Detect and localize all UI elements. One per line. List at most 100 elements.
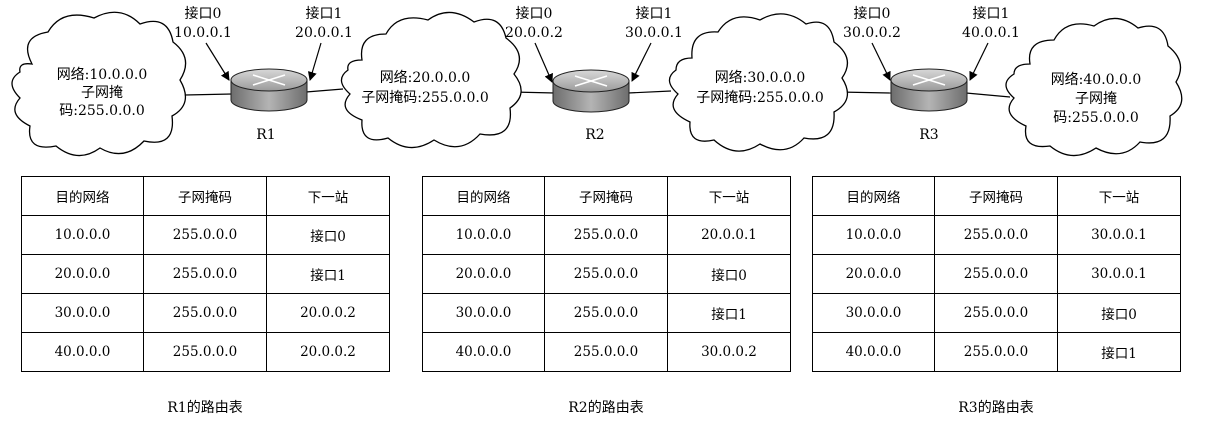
table-row: 20.0.0.0 255.0.0.0 接口0 [422,254,791,294]
cell-destination: 10.0.0.0 [21,215,144,255]
interface1-label: 接口1 [636,5,673,22]
interface0-ip: 20.0.0.2 [505,25,563,41]
router-r3: R3 接口0 30.0.0.2 接口1 40.0.0.1 [843,5,1020,143]
network-cloud-40: 网络:40.0.0.0 子网掩 码:255.0.0.0 [1005,17,1183,157]
interface0-pointer-arrow [534,42,553,83]
network-label-line: 子网掩 [1075,91,1117,107]
cell-next-hop: 接口0 [1057,293,1181,333]
column-header-mask: 子网掩码 [544,176,668,216]
cell-mask: 255.0.0.0 [544,332,668,372]
column-header-destination: 目的网络 [21,176,144,216]
cell-mask: 255.0.0.0 [544,254,668,294]
cell-destination: 20.0.0.0 [422,254,545,294]
cell-next-hop: 20.0.0.2 [266,332,390,372]
cell-next-hop: 20.0.0.1 [667,215,791,255]
router-name: R3 [919,127,938,143]
cell-destination: 40.0.0.0 [812,332,935,372]
link-r2-n3 [627,90,672,94]
interface1-ip: 40.0.0.1 [962,25,1020,41]
cell-destination: 40.0.0.0 [21,332,144,372]
cell-next-hop: 接口1 [1057,332,1181,372]
network-cloud-30: 网络:30.0.0.0 子网掩码:255.0.0.0 [668,13,849,152]
column-header-next-hop: 下一站 [1057,176,1181,216]
network-label-line: 码:255.0.0.0 [59,103,145,119]
interface1-label: 接口1 [306,5,343,22]
cell-mask: 255.0.0.0 [934,215,1058,255]
interface0-pointer-arrow [205,42,230,81]
table-row: 20.0.0.0 255.0.0.0 30.0.0.1 [812,254,1181,294]
network-cloud-10: 网络:10.0.0.0 子网掩 码:255.0.0.0 [11,11,187,157]
table-header-row: 目的网络 子网掩码 下一站 [21,176,390,216]
column-header-destination: 目的网络 [812,176,935,216]
network-cloud-20: 网络:20.0.0.0 子网掩码:255.0.0.0 [340,11,522,149]
network-label-line: 子网掩码:255.0.0.0 [696,90,824,106]
router-name: R1 [256,127,275,143]
table-header-row: 目的网络 子网掩码 下一站 [812,176,1181,216]
table-row: 40.0.0.0 255.0.0.0 20.0.0.2 [21,332,390,372]
cell-mask: 255.0.0.0 [544,293,668,333]
cell-next-hop: 30.0.0.1 [1057,254,1181,294]
network-label-line: 子网掩 [81,85,123,101]
table-row: 10.0.0.0 255.0.0.0 20.0.0.1 [422,215,791,255]
router-r1: R1 接口0 10.0.0.1 接口1 20.0.0.1 [174,5,353,143]
cloud-shape [340,11,522,149]
cell-destination: 20.0.0.0 [21,254,144,294]
network-label-line: 网络:10.0.0.0 [57,67,148,83]
cell-destination: 30.0.0.0 [422,293,545,333]
cell-mask: 255.0.0.0 [143,254,267,294]
table-caption-r2: R2的路由表 [568,400,644,416]
cell-next-hop: 接口1 [266,254,390,294]
cell-next-hop: 接口1 [667,293,791,333]
network-label-line: 网络:30.0.0.0 [715,70,806,86]
link-r3-n4 [965,92,1011,98]
interface0-ip: 30.0.0.2 [843,25,901,41]
column-header-next-hop: 下一站 [266,176,390,216]
cell-next-hop: 接口0 [266,215,390,255]
interface1-label: 接口1 [973,5,1010,22]
table-row: 30.0.0.0 255.0.0.0 20.0.0.2 [21,293,390,333]
network-topology-diagram: 网络:10.0.0.0 子网掩 码:255.0.0.0 网络:20.0.0.0 … [11,5,1183,157]
table-caption-r3: R3的路由表 [958,400,1034,416]
table-row: 10.0.0.0 255.0.0.0 接口0 [21,215,390,255]
cell-mask: 255.0.0.0 [143,215,267,255]
table-row: 10.0.0.0 255.0.0.0 30.0.0.1 [812,215,1181,255]
interface0-label: 接口0 [516,5,553,22]
cell-mask: 255.0.0.0 [544,215,668,255]
router-icon [230,68,308,112]
table-caption-r1: R1的路由表 [167,400,243,416]
cell-destination: 10.0.0.0 [812,215,935,255]
cell-destination: 10.0.0.0 [422,215,545,255]
column-header-next-hop: 下一站 [667,176,791,216]
cell-destination: 20.0.0.0 [812,254,935,294]
network-label-line: 网络:20.0.0.0 [380,70,471,86]
router-icon [890,68,968,112]
table-row: 40.0.0.0 255.0.0.0 接口1 [812,332,1181,372]
cloud-shape [668,13,849,152]
router-name: R2 [585,127,604,143]
router-icon [552,69,630,113]
network-label-line: 子网掩码:255.0.0.0 [361,90,489,106]
cell-next-hop: 30.0.0.1 [1057,215,1181,255]
table-row: 30.0.0.0 255.0.0.0 接口1 [422,293,791,333]
interface1-ip: 30.0.0.1 [625,25,683,41]
cloud-shape [1005,17,1183,157]
cell-mask: 255.0.0.0 [934,254,1058,294]
cell-destination: 30.0.0.0 [21,293,144,333]
link-r1-n2 [305,88,344,93]
interface0-label: 接口0 [854,5,891,22]
cell-mask: 255.0.0.0 [143,332,267,372]
routing-table-r1: 目的网络 子网掩码 下一站 10.0.0.0 255.0.0.0 接口0 20.… [21,176,390,372]
cell-mask: 255.0.0.0 [934,293,1058,333]
table-header-row: 目的网络 子网掩码 下一站 [422,176,791,216]
cloud-shape [11,11,187,157]
cell-next-hop: 20.0.0.2 [266,293,390,333]
interface0-label: 接口0 [185,5,222,22]
network-label-line: 网络:40.0.0.0 [1051,72,1142,88]
cell-next-hop: 30.0.0.2 [667,332,791,372]
table-row: 30.0.0.0 255.0.0.0 接口0 [812,293,1181,333]
interface1-ip: 20.0.0.1 [295,25,353,41]
routing-table-r3: 目的网络 子网掩码 下一站 10.0.0.0 255.0.0.0 30.0.0.… [812,176,1181,372]
router-r2: R2 接口0 20.0.0.2 接口1 30.0.0.1 [505,5,683,143]
column-header-mask: 子网掩码 [934,176,1058,216]
routing-table-r2: 目的网络 子网掩码 下一站 10.0.0.0 255.0.0.0 20.0.0.… [422,176,791,372]
